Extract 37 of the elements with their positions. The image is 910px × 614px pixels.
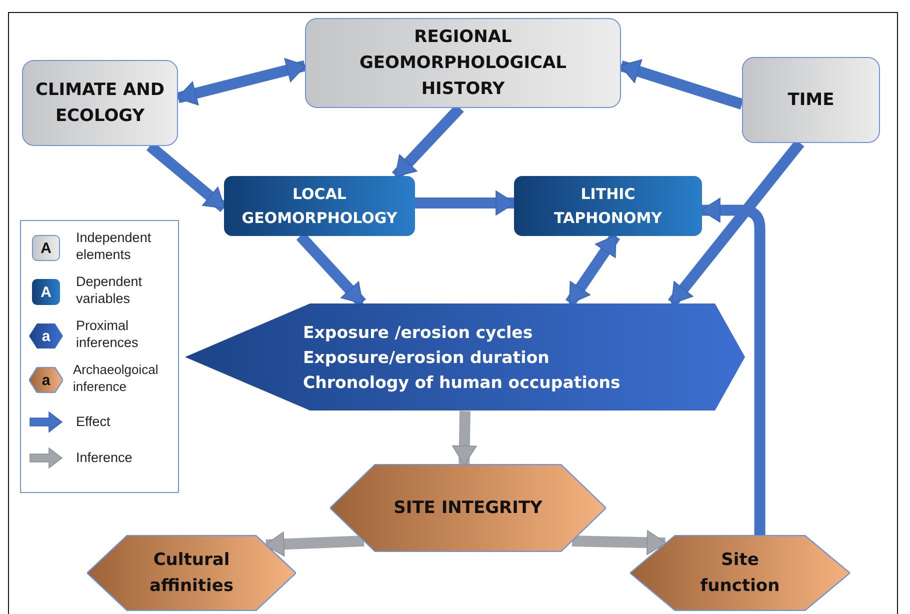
variable-box <box>224 176 415 236</box>
node-label: Exposure /erosion cycles <box>303 322 533 344</box>
legend-label: Inference <box>76 449 134 466</box>
swatch-letter: a <box>42 328 50 344</box>
legend-label: Effect <box>76 413 112 430</box>
swatch-letter: A <box>40 284 52 300</box>
node-label: Chronology of human occupations <box>303 372 620 394</box>
swatch-letter: A <box>40 240 52 256</box>
legend-label: Archaeolgoical inference <box>73 361 160 395</box>
effect-arrow <box>176 58 306 106</box>
archaeological-hexagon <box>87 535 296 611</box>
element-box <box>22 60 178 146</box>
inference-arrow <box>572 530 667 555</box>
effect-arrow <box>415 190 516 216</box>
effect-arrow <box>700 198 766 535</box>
inference-hexagon <box>185 303 745 411</box>
node-label: Site function <box>699 549 781 598</box>
node-label: Exposure/erosion duration <box>303 346 550 368</box>
node-label: CLIMATE AND ECOLOGY <box>34 79 166 128</box>
effect-arrow <box>619 59 744 110</box>
swatch-letter: a <box>42 372 50 388</box>
variable-box <box>514 176 702 236</box>
node-label: Cultural affinities <box>148 549 234 598</box>
inference-arrow <box>452 410 477 466</box>
node-label: REGIONAL GEOMORPHOLOGICAL HISTORY <box>358 26 568 101</box>
archaeological-hexagon <box>330 464 606 552</box>
element-box <box>742 57 880 143</box>
legend-label: Proximal inferences <box>76 317 140 351</box>
archaeological-hexagon <box>630 535 850 611</box>
element-box <box>305 18 621 108</box>
inference-arrow <box>264 532 364 557</box>
node-label: SITE INTEGRITY <box>394 497 542 520</box>
node-label: TIME <box>788 89 834 112</box>
legend-label: Dependent variables <box>76 273 144 307</box>
node-label: LOCAL GEOMORPHOLOGY <box>242 184 398 229</box>
legend-label: Independent elements <box>76 229 152 263</box>
node-label: LITHIC TAPHONOMY <box>552 184 664 229</box>
